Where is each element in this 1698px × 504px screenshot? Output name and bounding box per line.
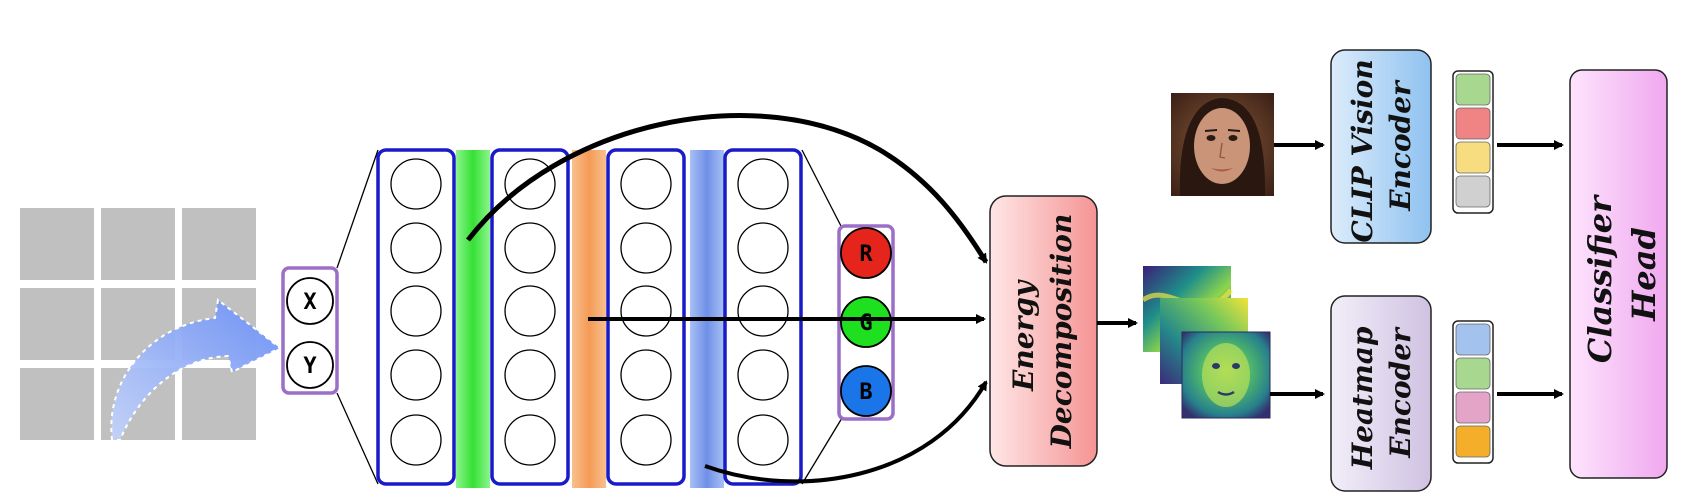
y-coordinate-neuron (286, 341, 334, 389)
svg-text:Heatmap Encoder: Heatmap Encoder (1346, 317, 1417, 470)
hidden-neuron (504, 349, 556, 401)
grid-cell (20, 208, 94, 280)
svg-text:CLIP Vision Encoder: CLIP Vision Encoder (1346, 50, 1417, 243)
hidden-neuron (620, 414, 672, 466)
hidden-neuron (737, 222, 789, 274)
hidden-neuron (504, 414, 556, 466)
classifier-label-line2: Head (1625, 227, 1663, 322)
heatmap-stack (1141, 266, 1271, 419)
x-coordinate-neuron (286, 277, 334, 325)
b-output-neuron (840, 365, 892, 417)
g-output-label: G (859, 311, 872, 336)
energy-label-line1: Energy (1007, 279, 1040, 392)
b-output-label: B (859, 380, 872, 405)
heatmap-encoder-block: Heatmap Encoder (1330, 295, 1432, 492)
grid-cell (101, 208, 175, 280)
fan-out-line (801, 149, 843, 229)
grid-cell (20, 288, 94, 360)
x-coordinate-label: X (303, 290, 316, 315)
heatmap-embedding-tokens (1452, 320, 1494, 464)
fan-out-line (801, 417, 843, 485)
hidden-neuron (390, 222, 442, 274)
hidden-neuron (620, 158, 672, 210)
input-coordinate-node: X Y (281, 266, 339, 395)
activation-bar-green (456, 150, 490, 488)
clip-label-line2: Encoder (1384, 79, 1417, 212)
hidden-neuron (390, 158, 442, 210)
fan-in-line (336, 392, 379, 485)
clip-label-line1: CLIP Vision (1346, 59, 1379, 242)
embedding-token (1455, 323, 1491, 356)
hidden-neuron (504, 285, 556, 337)
g-output-neuron (840, 296, 892, 348)
grid-cell (182, 368, 256, 440)
classifier-head-block: Classifier Head (1569, 69, 1668, 479)
grid-cell (182, 208, 256, 280)
skip-connection-arrow-bottom (704, 380, 988, 484)
hidden-neuron (390, 414, 442, 466)
energy-label-line2: Decomposition (1045, 214, 1078, 450)
classifier-label-line1: Classifier (1581, 194, 1619, 363)
heatmap-label-line1: Heatmap (1346, 326, 1379, 470)
hidden-neuron (620, 349, 672, 401)
face-photo (1171, 93, 1274, 196)
hidden-neuron (737, 158, 789, 210)
skip-connection-arrow-top (466, 113, 989, 264)
embedding-token (1455, 391, 1491, 424)
embedding-token (1455, 175, 1491, 208)
hidden-neuron (620, 285, 672, 337)
embedding-token (1455, 107, 1491, 140)
fan-in-line (336, 149, 379, 269)
r-output-neuron (840, 227, 892, 279)
hidden-neuron (504, 222, 556, 274)
energy-decomposition-block: Energy Decomposition (989, 195, 1098, 467)
embedding-token (1455, 141, 1491, 174)
hidden-neuron (737, 285, 789, 337)
clip-embedding-tokens (1452, 70, 1494, 214)
embedding-token (1455, 357, 1491, 390)
hidden-neuron (390, 285, 442, 337)
embedding-token (1455, 73, 1491, 106)
svg-text:Energy Decomposition: Energy Decomposition (1007, 214, 1078, 450)
grid-cell (20, 368, 94, 440)
heatmap-label-line2: Encoder (1384, 326, 1417, 459)
r-output-label: R (859, 242, 873, 267)
coordinate-sampling-arrow (110, 298, 282, 441)
hidden-neuron (737, 349, 789, 401)
clip-vision-encoder-block: CLIP Vision Encoder (1330, 49, 1432, 244)
svg-text:Classifier Head: Classifier Head (1581, 185, 1663, 363)
rgb-output-node: R G B (837, 224, 895, 421)
y-coordinate-label: Y (303, 354, 317, 379)
embedding-token (1455, 425, 1491, 458)
hidden-neuron (620, 222, 672, 274)
hidden-neuron (390, 349, 442, 401)
hidden-neuron (737, 414, 789, 466)
